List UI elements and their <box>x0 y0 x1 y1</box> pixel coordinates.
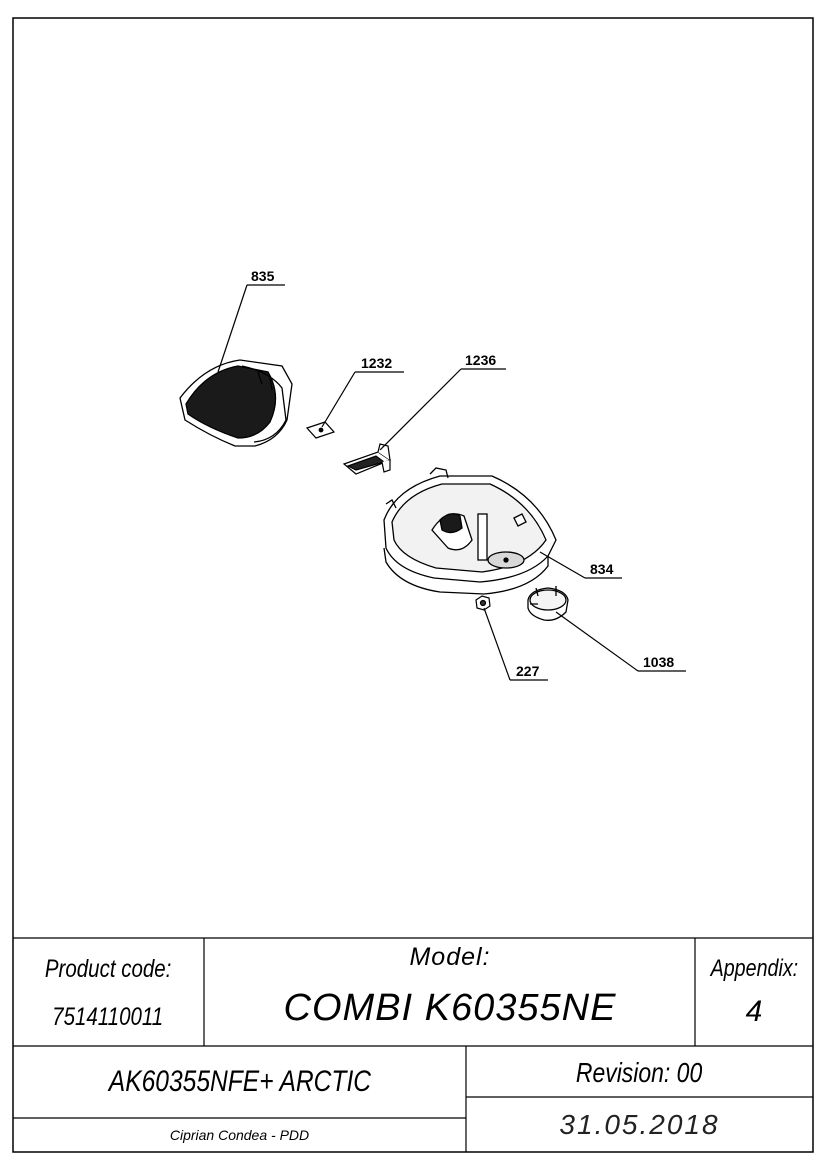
part-227-nut <box>475 595 491 611</box>
model-label-cell: Model: <box>206 940 694 974</box>
author-name: Ciprian Condea - PDD <box>169 1127 310 1143</box>
leader-1236 <box>379 368 462 451</box>
sheet-border <box>12 17 814 1153</box>
variant-cell: AK60355NFE+ ARCTIC <box>14 1052 465 1112</box>
callout-1236: 1236 <box>465 352 496 368</box>
model-label: Model: <box>409 942 491 971</box>
revision-text: Revision: 00 <box>576 1057 703 1088</box>
model-value-cell: COMBI K60355NE <box>206 978 694 1038</box>
model-value: COMBI K60355NE <box>283 986 617 1029</box>
leader-1038 <box>555 611 639 672</box>
callout-1038: 1038 <box>643 654 674 670</box>
title-block-grid <box>13 937 813 1152</box>
leader-227 <box>483 607 511 681</box>
callout-227: 227 <box>516 663 540 679</box>
product-code-value: 7514110011 <box>52 1002 164 1031</box>
variant-name: AK60355NFE+ ARCTIC <box>108 1065 371 1098</box>
product-code-label: Product code: <box>44 954 172 983</box>
product-code-value-cell: 7514110011 <box>14 992 202 1042</box>
author-cell: Ciprian Condea - PDD <box>14 1120 465 1150</box>
part-1232-plate <box>305 421 336 439</box>
revision-cell: Revision: 00 <box>467 1050 812 1096</box>
leader-835 <box>217 284 248 373</box>
leader-834 <box>539 551 586 579</box>
part-1236-bracket <box>342 443 392 475</box>
callout-1232: 1232 <box>361 355 392 371</box>
appendix-label-cell: Appendix: <box>696 946 812 992</box>
appendix-value-cell: 4 <box>696 990 812 1034</box>
callout-834: 834 <box>590 561 614 577</box>
callout-835: 835 <box>251 268 275 284</box>
part-834-housing <box>383 467 557 595</box>
part-1038-ring <box>527 586 569 621</box>
appendix-label: Appendix: <box>710 955 798 982</box>
date-text: 31.05.2018 <box>559 1109 720 1140</box>
part-835-cover <box>179 359 293 447</box>
product-code-label-cell: Product code: <box>14 944 202 994</box>
date-cell: 31.05.2018 <box>467 1099 812 1151</box>
appendix-value: 4 <box>745 995 763 1028</box>
leader-1232 <box>321 371 356 428</box>
